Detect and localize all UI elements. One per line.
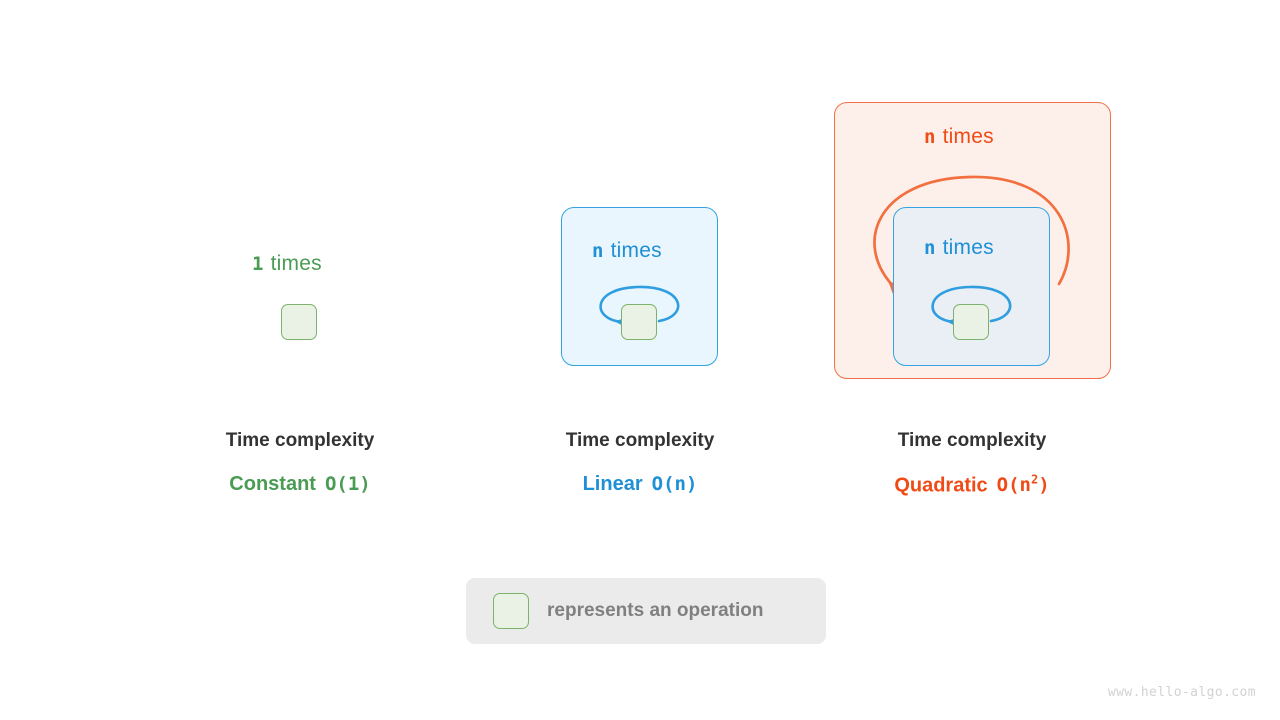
linear-loop-label: n times xyxy=(592,239,662,263)
linear-loop-count: n xyxy=(592,240,604,262)
constant-caption: Time complexity Constant O(1) xyxy=(150,430,450,496)
quadratic-caption: Time complexity Quadratic O(n2) xyxy=(822,430,1122,497)
quadratic-inner-loop-container xyxy=(893,207,1050,366)
quadratic-inner-loop-label: n times xyxy=(924,236,994,260)
constant-notation: O(1) xyxy=(324,473,371,495)
operation-box-constant xyxy=(281,304,317,340)
constant-loop-label: 1 times xyxy=(252,252,322,276)
linear-formula: Linear O(n) xyxy=(490,473,790,496)
constant-loop-word: times xyxy=(270,252,322,275)
quadratic-notation-exponent: 2 xyxy=(1031,473,1039,487)
constant-name: Constant xyxy=(229,473,316,495)
constant-title: Time complexity xyxy=(225,430,375,451)
watermark: www.hello-algo.com xyxy=(1107,685,1256,700)
operation-box-linear xyxy=(621,304,657,340)
linear-title: Time complexity xyxy=(565,430,715,451)
quadratic-notation-prefix: O(n xyxy=(996,474,1031,497)
quadratic-notation: O(n2) xyxy=(996,473,1050,497)
quadratic-name: Quadratic xyxy=(894,474,988,497)
legend-label: represents an operation xyxy=(547,600,764,621)
linear-loop-word: times xyxy=(610,239,662,262)
quadratic-outer-loop-label: n times xyxy=(924,125,994,149)
constant-loop-count: 1 xyxy=(252,253,264,275)
quadratic-inner-loop-word: times xyxy=(942,236,994,259)
operation-box-quadratic xyxy=(953,304,989,340)
quadratic-outer-loop-count: n xyxy=(924,126,936,148)
quadratic-formula: Quadratic O(n2) xyxy=(822,473,1122,497)
legend-operation-swatch xyxy=(493,593,529,629)
quadratic-notation-suffix: ) xyxy=(1038,474,1050,497)
linear-caption: Time complexity Linear O(n) xyxy=(490,430,790,496)
quadratic-outer-loop-word: times xyxy=(942,125,994,148)
quadratic-inner-loop-count: n xyxy=(924,237,936,259)
linear-loop-container xyxy=(561,207,718,366)
constant-formula: Constant O(1) xyxy=(150,473,450,496)
quadratic-title: Time complexity xyxy=(897,430,1047,451)
linear-notation: O(n) xyxy=(651,473,698,495)
legend: represents an operation xyxy=(466,578,826,644)
linear-name: Linear xyxy=(582,473,643,495)
